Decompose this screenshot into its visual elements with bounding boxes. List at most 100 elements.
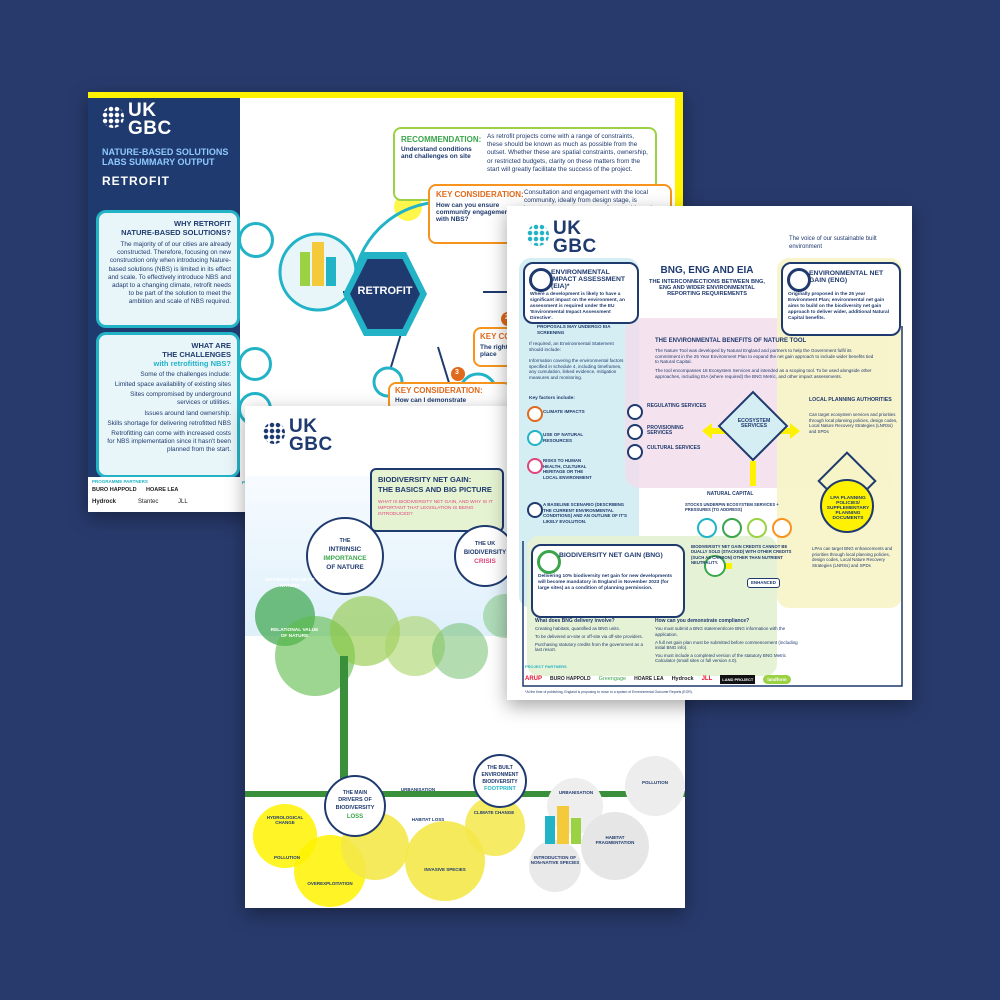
provisioning-icon bbox=[627, 424, 643, 440]
partner-logo: JLL bbox=[701, 676, 713, 682]
habitat-loss-label: HABITAT LOSS bbox=[411, 817, 445, 822]
regulating-label: REGULATING SERVICES bbox=[647, 403, 707, 409]
challenges-title-2: THE CHALLENGES bbox=[162, 350, 231, 359]
statement-detail: Information covering the environmental f… bbox=[529, 358, 624, 381]
key3-head: How can I demonstrate bbox=[395, 397, 467, 404]
logo-line-1: UK bbox=[553, 218, 582, 239]
credits-text: BIODIVERSITY NET GAIN CREDITS CANNOT BE … bbox=[691, 544, 792, 565]
water-drop-icon bbox=[527, 430, 543, 446]
key1-head: How can you ensure community engagement … bbox=[436, 202, 511, 223]
retrofit-hub-label: RETROFIT bbox=[357, 285, 413, 297]
project-partners-label: PROJECT PARTNERS bbox=[525, 664, 567, 669]
delivery-item: To be delivered on-site or off-site via … bbox=[535, 633, 643, 639]
enhanced-tag: ENHANCED bbox=[747, 578, 780, 588]
intrinsic-value-label: INTRINSIC VALUE OF NATURE bbox=[265, 578, 315, 589]
building-icon bbox=[571, 818, 581, 844]
tree-icon bbox=[722, 518, 742, 538]
delivery-item: Purchasing statutory credits from the go… bbox=[535, 641, 644, 653]
partner-logo: landform bbox=[763, 674, 791, 684]
drivers-label-1: THE MAIN bbox=[342, 790, 368, 796]
overexploitation-label: OVEREXPLOITATION bbox=[307, 881, 353, 886]
lpa-policies-circle bbox=[820, 479, 874, 533]
thermometer-icon bbox=[527, 406, 543, 422]
challenge-item: Sites compromised by underground service… bbox=[130, 391, 231, 407]
drivers-label-2: DRIVERS OF bbox=[338, 797, 372, 803]
built-label-2: ENVIRONMENT bbox=[481, 772, 519, 778]
tagline: The voice of our sustainable built envir… bbox=[789, 236, 877, 250]
why-text: The majority of of our cities are alread… bbox=[107, 241, 231, 306]
delivery-question: What does BNG delivery involve? bbox=[535, 618, 615, 624]
ecosystem-diamond bbox=[717, 390, 789, 462]
drivers-bubble bbox=[324, 775, 386, 837]
lpa-text: LPAs can target BNG enhancements and pri… bbox=[812, 546, 893, 568]
why-title-1: WHY RETROFIT bbox=[174, 219, 231, 228]
intrinsic-label-1: THE bbox=[339, 538, 351, 544]
screening-label: PROPOSALS MAY UNDERGO EIA SCREENING bbox=[537, 324, 611, 335]
recommendation-text: As retrofit projects come with a range o… bbox=[487, 133, 648, 173]
factor-baseline: A BASELINE SCENARIO (DESCRIBING THE CURR… bbox=[543, 502, 627, 524]
ukgbc-logo-icon bbox=[527, 224, 549, 246]
nature-tool-text: The Nature Tool was developed by Natural… bbox=[655, 348, 874, 365]
compliance-item: You must include a completed version of … bbox=[655, 652, 787, 664]
center-title-2: THE INTERCONNECTIONS BETWEEN BNG, ENG AN… bbox=[649, 279, 765, 297]
why-title-2: NATURE-BASED SOLUTIONS? bbox=[121, 228, 231, 237]
leaf-icon bbox=[787, 268, 811, 292]
step-number-badge bbox=[451, 367, 465, 381]
tree-canopy bbox=[432, 623, 488, 679]
challenges-intro: Some of the challenges include: bbox=[140, 371, 231, 378]
compliance-section: How can you demonstrate compliance? You … bbox=[655, 618, 805, 664]
logo-line-2: GBC bbox=[289, 434, 333, 455]
ground-line bbox=[245, 791, 685, 797]
drivers-label-4: LOSS bbox=[346, 814, 364, 820]
partner-logo: ARUP bbox=[525, 676, 543, 682]
intrinsic-label-4: OF NATURE bbox=[326, 564, 364, 571]
urbanisation-label: URBANISATION bbox=[400, 787, 436, 792]
intrinsic-label-3: IMPORTANCE bbox=[323, 555, 367, 562]
key-factors-label: Key factors include: bbox=[529, 396, 575, 401]
building-icon bbox=[545, 816, 555, 844]
grey-bubble bbox=[581, 812, 649, 880]
recommendation-head: Understand conditions and challenges on … bbox=[401, 146, 472, 160]
nature-tool-title: THE ENVIRONMENTAL BENEFITS OF NATURE TOO… bbox=[655, 338, 807, 344]
factor-climate: CLIMATE IMPACTS bbox=[543, 409, 585, 414]
arrow-head bbox=[702, 423, 712, 439]
crisis-label-1: THE UK bbox=[474, 541, 496, 547]
tree-trunk bbox=[340, 656, 348, 796]
building-icon bbox=[326, 257, 336, 286]
partner-logo: LAND PROJECT bbox=[720, 674, 756, 684]
hydrological-label: HYDROLOGICAL CHANGE bbox=[266, 815, 304, 825]
challenge-item: Retrofitting can come with increased cos… bbox=[107, 429, 231, 454]
footnote: *At the time of publishing, England is p… bbox=[525, 690, 693, 694]
bng-panel: BIODIVERSITY NET GAIN (BNG) Delivering 1… bbox=[531, 544, 685, 618]
key1-label: KEY CONSIDERATION: bbox=[436, 190, 524, 199]
invasive-label: INVASIVE SPECIES bbox=[424, 867, 466, 872]
rubiks-cube-icon bbox=[238, 347, 272, 381]
recommendation-label: RECOMMENDATION: bbox=[401, 135, 482, 144]
compliance-item: You must submit a BNG statement/core BNG… bbox=[655, 626, 786, 637]
why-retrofit-box: WHY RETROFIT NATURE-BASED SOLUTIONS? The… bbox=[96, 210, 240, 328]
partner-logo: BURO HAPPOLD bbox=[550, 676, 591, 682]
relational-value-label: RELATIONAL VALUE OF NATURE bbox=[270, 628, 319, 639]
nature-tool-text-2: The tool encompasses 18 Ecosystem Servic… bbox=[655, 368, 872, 379]
intrinsic-bubble bbox=[306, 517, 384, 595]
eia-diagram-connectors bbox=[522, 326, 903, 687]
logo-line-2: GBC bbox=[128, 118, 172, 139]
partner-logo: JLL bbox=[178, 499, 188, 505]
bng-title-box: BIODIVERSITY NET GAIN: THE BASICS AND BI… bbox=[370, 468, 504, 532]
drivers-label-3: BIODIVERSITY bbox=[335, 805, 375, 811]
sheet-subtitle: NATURE-BASED SOLUTIONS LABS SUMMARY OUTP… bbox=[102, 147, 229, 168]
water-icon bbox=[697, 518, 717, 538]
flower-icon bbox=[537, 550, 561, 574]
factor-risks: RISKS TO HUMAN HEALTH, CULTURAL HERITAGE… bbox=[543, 458, 592, 480]
cultural-label: CULTURAL SERVICES bbox=[647, 445, 701, 451]
intrinsic-label-2: INTRINSIC bbox=[328, 546, 362, 553]
compliance-item: A full net gain plan must be submitted b… bbox=[655, 639, 798, 651]
eia-panel: ENVIRONMENTAL IMPACT ASSESSMENT (EIA)* W… bbox=[523, 262, 639, 324]
challenge-item: Limited space availability of existing s… bbox=[114, 381, 231, 388]
partner-logo: Hydrock bbox=[92, 499, 117, 505]
climate-change-label: CLIMATE CHANGE bbox=[473, 810, 515, 815]
pollution-label: POLLUTION bbox=[274, 855, 300, 860]
eng-title: ENVIRONMENTAL NET GAIN (ENG) bbox=[809, 270, 884, 285]
partners-footer: PROGRAMME PARTNERS BURO HAPPOLD HOARE LE… bbox=[88, 477, 240, 512]
stocks-label: STOCKS UNDERPIN ECOSYSTEM SERVICES + PRE… bbox=[685, 502, 779, 513]
